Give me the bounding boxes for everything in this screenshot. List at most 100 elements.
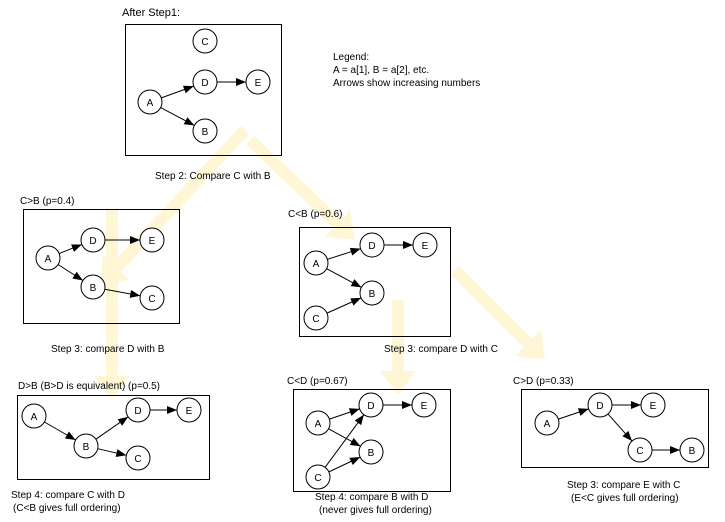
arrowhead-icon bbox=[72, 271, 83, 281]
edge-A-B bbox=[44, 421, 76, 441]
arrowhead-icon bbox=[183, 117, 195, 126]
node-E: E bbox=[139, 227, 165, 253]
panel-db-gt-caption-2: (C<B gives full ordering) bbox=[13, 503, 121, 514]
node-D: D bbox=[587, 392, 613, 418]
node-label: E bbox=[255, 78, 262, 89]
node-D: D bbox=[358, 392, 384, 418]
node-A: A bbox=[305, 410, 331, 436]
graph-c-less-b: A B C D E bbox=[303, 232, 438, 331]
node-B: B bbox=[73, 433, 99, 459]
edge-D-C bbox=[607, 413, 633, 442]
node-label: A bbox=[544, 419, 551, 430]
legend-line-1: A = a[1], B = a[2], etc. bbox=[333, 65, 430, 76]
node-A: A bbox=[137, 89, 163, 115]
graph-step1: A B C D E bbox=[137, 28, 271, 144]
panel-cd-lt-caption-1: Step 4: compare B with D bbox=[315, 492, 429, 503]
edge-A-B bbox=[326, 268, 362, 288]
graph-c-greater-d: A B C D E bbox=[534, 392, 705, 463]
node-label: B bbox=[369, 289, 376, 300]
arrowhead-icon bbox=[349, 247, 361, 256]
node-E: E bbox=[176, 397, 202, 423]
panel-step1-title: After Step1: bbox=[122, 7, 181, 19]
arrowhead-icon bbox=[631, 401, 641, 409]
node-D: D bbox=[80, 227, 106, 253]
edge-A-D bbox=[329, 408, 360, 420]
edge-D-E bbox=[384, 241, 413, 249]
edge-D-E bbox=[612, 401, 641, 409]
arrowhead-icon bbox=[129, 290, 141, 298]
flow-arrow-icon bbox=[100, 125, 250, 285]
panel-step1: A B C D E bbox=[125, 24, 282, 156]
node-label: B bbox=[368, 448, 375, 459]
node-C: C bbox=[627, 437, 653, 463]
panel-db-gt-title: D>B (B>D is equivalent) (p=0.5) bbox=[18, 381, 161, 392]
edge-B-D bbox=[95, 416, 129, 440]
node-label: D bbox=[201, 78, 208, 89]
node-label: C bbox=[148, 294, 155, 305]
node-label: C bbox=[636, 446, 643, 457]
edge-A-D bbox=[558, 408, 589, 420]
node-label: A bbox=[45, 254, 52, 265]
node-label: A bbox=[31, 412, 38, 423]
node-D: D bbox=[125, 397, 151, 423]
node-C: C bbox=[139, 285, 165, 311]
panel-cb-lt-title: C<B (p=0.6) bbox=[288, 209, 343, 220]
arrowhead-icon bbox=[402, 401, 412, 409]
panel-cd-gt-caption-2: (E<C gives full ordering) bbox=[571, 493, 679, 504]
edge-D-E bbox=[217, 78, 246, 86]
node-label: B bbox=[689, 446, 696, 457]
flow-arrow-icon bbox=[94, 210, 130, 400]
node-label: D bbox=[89, 236, 96, 247]
edge-C-B bbox=[328, 456, 361, 473]
arrowhead-icon bbox=[349, 437, 361, 447]
panel-cd-gt-caption-1: Step 3: compare E with C bbox=[567, 480, 681, 491]
edge-B-C bbox=[104, 288, 141, 298]
arrowhead-icon bbox=[64, 431, 76, 441]
arrowhead-icon bbox=[130, 236, 140, 244]
node-label: E bbox=[422, 241, 429, 252]
node-label: D bbox=[368, 241, 375, 252]
edge-D-E bbox=[105, 236, 140, 244]
edge-A-D bbox=[58, 243, 83, 255]
node-label: D bbox=[596, 401, 603, 412]
panel-step1-caption: Step 2: Compare C with B bbox=[155, 171, 271, 182]
node-label: B bbox=[90, 283, 97, 294]
node-label: C bbox=[201, 37, 208, 48]
arrowhead-icon bbox=[403, 241, 413, 249]
node-E: E bbox=[640, 392, 666, 418]
node-label: D bbox=[367, 401, 374, 412]
edge-A-D bbox=[327, 247, 361, 260]
node-B: B bbox=[192, 118, 218, 144]
node-C: C bbox=[305, 464, 331, 490]
panel-cb-lt-caption: Step 3: compare D with C bbox=[384, 344, 498, 355]
flow-arrow-icon bbox=[245, 135, 355, 240]
panel-cd-gt-title: C>D (p=0.33) bbox=[513, 376, 574, 387]
arrowhead-icon bbox=[670, 446, 680, 454]
node-label: E bbox=[650, 401, 657, 412]
arrowhead-icon bbox=[354, 414, 364, 426]
edge-C-D bbox=[324, 414, 365, 468]
panel-cd-lt-title: C<D (p=0.67) bbox=[287, 376, 348, 387]
panel-c-less-b: A B C D E bbox=[299, 227, 451, 337]
node-A: A bbox=[21, 403, 47, 429]
graph-c-greater-b: A B C D E bbox=[35, 227, 165, 311]
node-label: A bbox=[147, 98, 154, 109]
edge-C-B bbox=[326, 297, 362, 314]
arrowhead-icon bbox=[577, 408, 589, 416]
arrowhead-icon bbox=[350, 297, 362, 306]
panel-cb-gt-caption: Step 3: compare D with B bbox=[51, 344, 165, 355]
arrowhead-icon bbox=[350, 279, 362, 288]
panel-cd-lt-caption-2: (never gives full ordering) bbox=[319, 505, 432, 516]
node-label: C bbox=[314, 473, 321, 484]
arrowhead-icon bbox=[622, 430, 633, 442]
node-B: B bbox=[358, 439, 384, 465]
node-label: C bbox=[312, 314, 319, 325]
flow-arrow-icon bbox=[380, 300, 416, 395]
node-B: B bbox=[679, 437, 705, 463]
node-label: A bbox=[313, 259, 320, 270]
node-label: B bbox=[83, 442, 90, 453]
node-D: D bbox=[359, 232, 385, 258]
arrowhead-icon bbox=[117, 416, 129, 426]
